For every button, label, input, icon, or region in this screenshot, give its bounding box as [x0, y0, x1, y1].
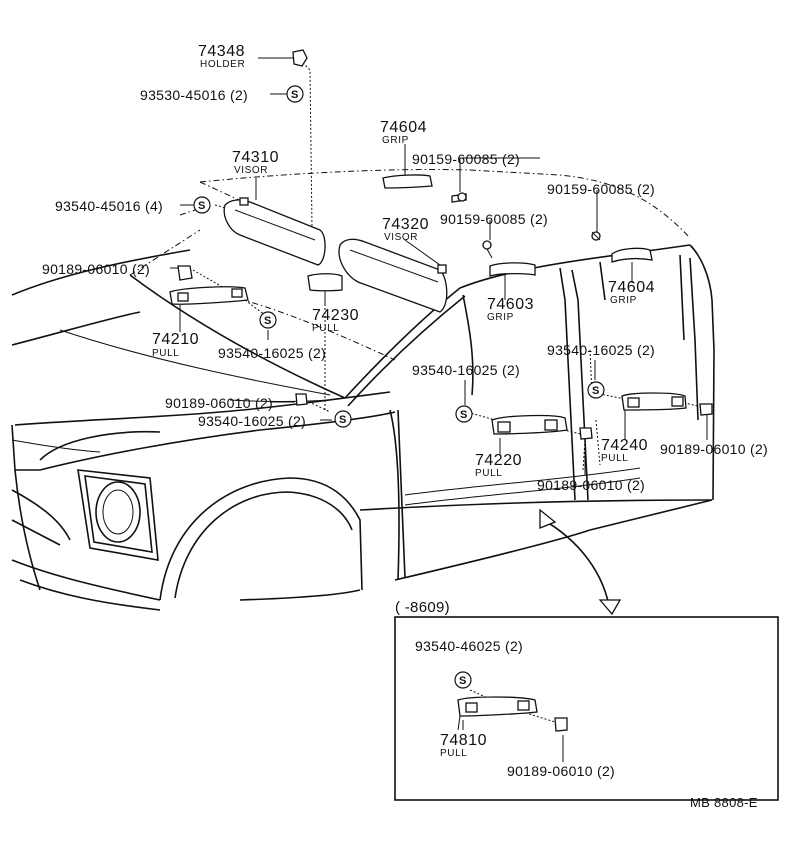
- part-number-90189-c: 90189-06010 (2): [660, 441, 769, 457]
- part-number-90189-b: 90189-06010 (2): [165, 395, 274, 411]
- svg-text:S: S: [198, 200, 205, 212]
- s-symbols: S S S S S S S: [193, 85, 605, 689]
- part-number-93540-16025-d: 93540-16025 (2): [198, 413, 307, 429]
- inset-range-label: ( -8609): [395, 599, 450, 616]
- part-number-90189-e: 90189-06010 (2): [507, 763, 616, 779]
- part-number-90189-a: 90189-06010 (2): [42, 261, 151, 277]
- part-number-74240: 74240: [601, 437, 648, 454]
- s-symbol: S: [286, 85, 304, 103]
- footer-code: MB 8808-E: [690, 795, 758, 810]
- s-symbol: S: [587, 381, 605, 399]
- part-caption-pull-74240: PULL: [601, 453, 629, 464]
- part-caption-holder: HOLDER: [200, 59, 246, 70]
- svg-text:S: S: [339, 414, 346, 426]
- part-caption-grip-top: GRIP: [382, 135, 409, 146]
- svg-text:S: S: [460, 409, 467, 421]
- part-number-93540-16025-a: 93540-16025 (2): [218, 345, 327, 361]
- part-number-93530-45016: 93530-45016 (2): [140, 87, 249, 103]
- part-number-90159-b: 90159-60085 (2): [547, 181, 656, 197]
- s-symbol: S: [193, 196, 211, 214]
- part-number-90159-c: 90159-60085 (2): [440, 211, 549, 227]
- svg-text:S: S: [264, 315, 271, 327]
- part-number-90159-a: 90159-60085 (2): [412, 151, 521, 167]
- part-number-93540-46025: 93540-46025 (2): [415, 638, 524, 654]
- part-number-74604-top: 74604: [380, 119, 427, 136]
- part-number-74220: 74220: [475, 452, 522, 469]
- part-number-93540-45016: 93540-45016 (4): [55, 198, 164, 214]
- part-number-90189-d: 90189-06010 (2): [537, 477, 646, 493]
- s-symbol: S: [334, 410, 352, 428]
- part-number-74604-right: 74604: [608, 279, 655, 296]
- svg-text:S: S: [592, 385, 599, 397]
- part-caption-pull-74810: PULL: [440, 748, 468, 759]
- part-number-74603: 74603: [487, 296, 534, 313]
- part-number-74810: 74810: [440, 732, 487, 749]
- part-number-74210: 74210: [152, 331, 199, 348]
- part-caption-pull-74210: PULL: [152, 348, 180, 359]
- svg-text:S: S: [459, 675, 466, 687]
- part-caption-visor-74320: VISOR: [384, 232, 419, 243]
- svg-text:S: S: [291, 89, 298, 101]
- part-caption-pull-74230: PULL: [312, 323, 340, 334]
- s-symbol: S: [455, 405, 473, 423]
- part-number-74310: 74310: [232, 149, 279, 166]
- part-number-93540-16025-c: 93540-16025 (2): [412, 362, 521, 378]
- part-caption-grip-right: GRIP: [610, 295, 637, 306]
- parts: [169, 49, 713, 440]
- part-caption-pull-74220: PULL: [475, 468, 503, 479]
- s-symbol: S: [454, 671, 472, 689]
- part-number-74320: 74320: [382, 216, 429, 233]
- part-number-74230: 74230: [312, 307, 359, 324]
- inset-panel: [394, 508, 779, 801]
- s-symbol: S: [259, 311, 277, 329]
- part-number-93540-16025-b: 93540-16025 (2): [547, 342, 656, 358]
- part-caption-grip-74603: GRIP: [487, 312, 514, 323]
- part-caption-visor-74310: VISOR: [234, 165, 269, 176]
- callout-lines: [170, 57, 708, 762]
- part-number-74348: 74348: [198, 43, 245, 60]
- vehicle-body: [11, 169, 715, 611]
